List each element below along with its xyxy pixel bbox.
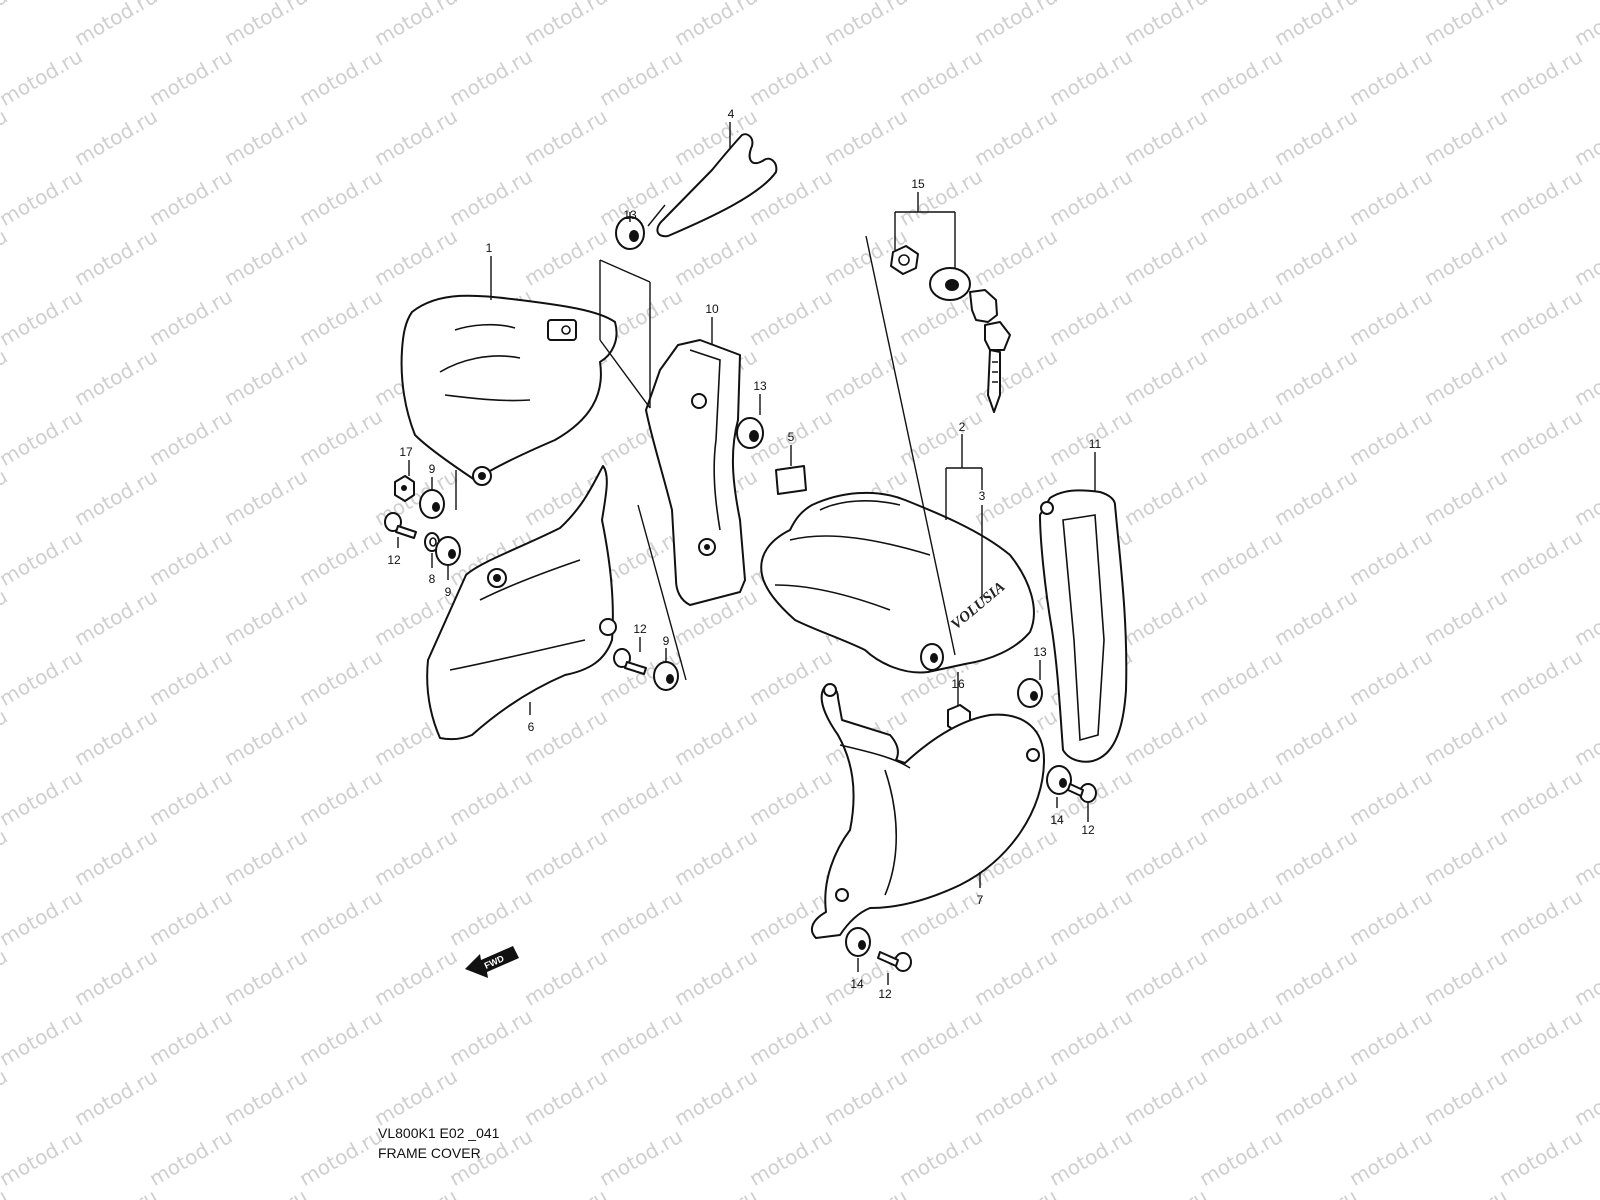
frame-cover-left-front[interactable] — [400, 294, 618, 486]
cushion-pad[interactable] — [775, 465, 807, 495]
flange-nut[interactable] — [394, 475, 415, 502]
callout-6: 6 — [528, 720, 535, 734]
frame-cover-left-lower[interactable] — [426, 465, 617, 741]
callout-1: 1 — [486, 241, 493, 255]
collar-right-lower[interactable] — [845, 927, 871, 957]
bracket-plate[interactable] — [656, 133, 778, 238]
callout-11: 11 — [1089, 437, 1102, 451]
fwd-direction-arrow: FWD — [465, 946, 519, 978]
bolt-right-lower[interactable] — [877, 951, 912, 972]
bolt-center[interactable] — [613, 648, 647, 675]
callout-12b: 12 — [633, 622, 647, 636]
callout-17: 17 — [399, 445, 413, 459]
mounting-bracket-right[interactable] — [1039, 489, 1128, 763]
callout-5: 5 — [788, 430, 795, 444]
callout-4: 4 — [728, 107, 735, 121]
callout-9c: 9 — [663, 634, 670, 648]
callout-labels: 1 2 3 4 5 6 7 8 9 9 9 10 11 12 12 12 12 … — [387, 107, 1101, 1001]
callout-12c: 12 — [1081, 823, 1095, 837]
mounting-bracket-left[interactable] — [645, 339, 746, 606]
frame-cover-right[interactable]: VOLUSIA — [760, 491, 1035, 674]
callout-12a: 12 — [387, 553, 401, 567]
rubber-grommet-right[interactable] — [1017, 678, 1043, 708]
callout-14b: 14 — [850, 977, 864, 991]
callout-13b: 13 — [753, 379, 767, 393]
collar-right-upper[interactable] — [1046, 765, 1072, 795]
collar-left-upper[interactable] — [419, 489, 445, 519]
callout-12d: 12 — [878, 987, 892, 1001]
collar-center[interactable] — [653, 661, 679, 691]
model-code: VL800K1 E02 _041 — [378, 1125, 500, 1141]
callout-16: 16 — [951, 677, 965, 691]
callout-2: 2 — [959, 420, 966, 434]
callout-9a: 9 — [429, 462, 436, 476]
collar-left-lower[interactable] — [435, 536, 461, 566]
section-title: FRAME COVER — [378, 1145, 481, 1161]
washer-left[interactable] — [424, 532, 440, 552]
callout-8: 8 — [429, 572, 436, 586]
callout-10: 10 — [705, 302, 719, 316]
leader-lines — [397, 122, 1096, 985]
bolt-left-upper[interactable] — [384, 512, 417, 539]
callout-14a: 14 — [1050, 813, 1064, 827]
callout-7: 7 — [977, 893, 984, 907]
callout-3: 3 — [979, 489, 986, 503]
callout-13a: 13 — [623, 208, 637, 222]
callout-9b: 9 — [445, 585, 452, 599]
diagram-caption: VL800K1 E02 _041 FRAME COVER — [378, 1123, 499, 1163]
bolt-right-upper[interactable] — [1067, 783, 1097, 803]
lock-set[interactable] — [890, 245, 1011, 413]
callout-15: 15 — [911, 177, 925, 191]
frame-cover-right-lower[interactable] — [810, 683, 1045, 939]
rubber-grommet-middle[interactable] — [736, 417, 764, 449]
callout-13c: 13 — [1033, 645, 1047, 659]
